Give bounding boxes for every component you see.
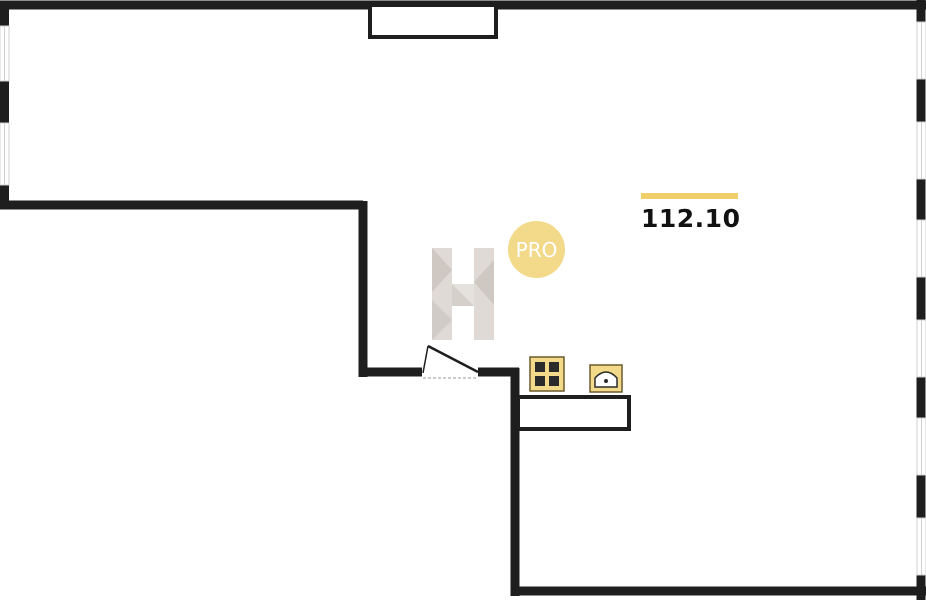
brand-logo-icon [432, 248, 494, 340]
door-leaf [422, 345, 429, 374]
kitchen-counter [516, 395, 631, 431]
entrance-door [422, 344, 479, 379]
area-value: 112.10 [641, 204, 741, 233]
pro-badge: PRO [508, 221, 565, 278]
right-windows [916, 21, 926, 576]
left-windows [0, 25, 10, 186]
top-niche [368, 3, 498, 39]
pro-badge-label: PRO [515, 237, 558, 262]
area-accent-bar [641, 193, 738, 199]
cooktop-four-burner-icon [529, 356, 565, 392]
sink-icon [589, 364, 623, 393]
door-swing [427, 344, 479, 374]
